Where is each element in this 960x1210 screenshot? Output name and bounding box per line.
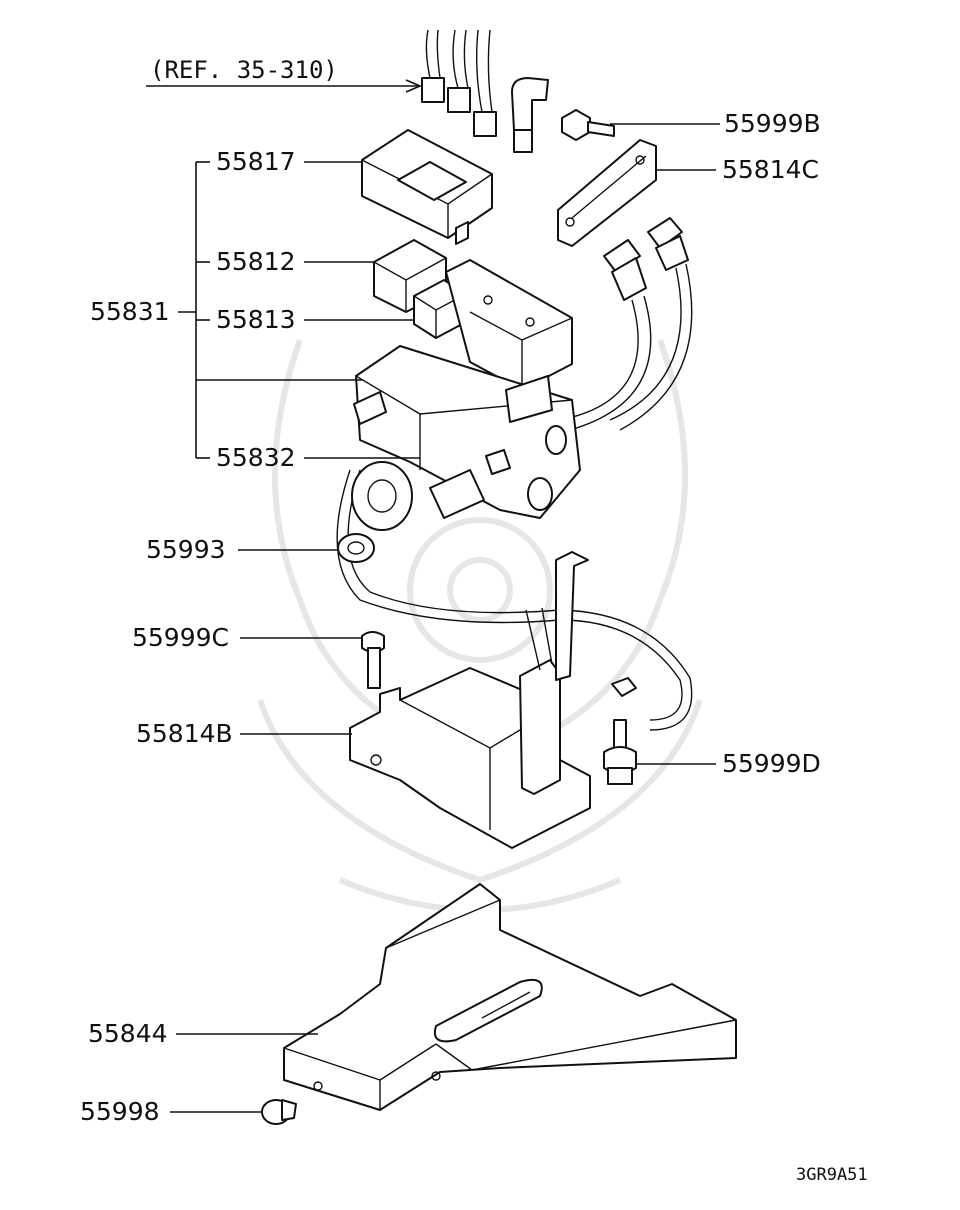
label-55814b: 55814B <box>136 719 233 748</box>
label-55831: 55831 <box>90 297 170 326</box>
grommet-55993 <box>337 533 375 563</box>
brake-pipes <box>421 29 549 153</box>
reference-note: (REF. 35-310) <box>150 56 338 84</box>
bolt-55999b <box>561 109 615 141</box>
hydraulic-unit-55831 <box>351 239 581 531</box>
label-55814c: 55814C <box>722 155 819 184</box>
bracket-55814b <box>349 551 591 849</box>
diagram-code: 3GR9A51 <box>796 1165 868 1185</box>
label-55999d: 55999D <box>722 749 821 778</box>
label-55813: 55813 <box>216 305 296 334</box>
clip-55998 <box>261 1099 297 1125</box>
leader-lines <box>146 79 720 1113</box>
cover-tray-55844 <box>283 883 737 1111</box>
cover-55817 <box>361 129 493 245</box>
label-55998: 55998 <box>80 1097 160 1126</box>
label-55999c: 55999C <box>132 623 229 652</box>
bracket-55814c <box>557 139 657 247</box>
label-55993: 55993 <box>146 535 226 564</box>
label-55812: 55812 <box>216 247 296 276</box>
label-55832: 55832 <box>216 443 296 472</box>
bolt-55999c <box>361 631 385 689</box>
label-55817: 55817 <box>216 147 296 176</box>
label-55844: 55844 <box>88 1019 168 1048</box>
harness-connectors <box>603 217 689 301</box>
label-55999b: 55999B <box>724 109 821 138</box>
bolt-55999d <box>603 719 637 785</box>
